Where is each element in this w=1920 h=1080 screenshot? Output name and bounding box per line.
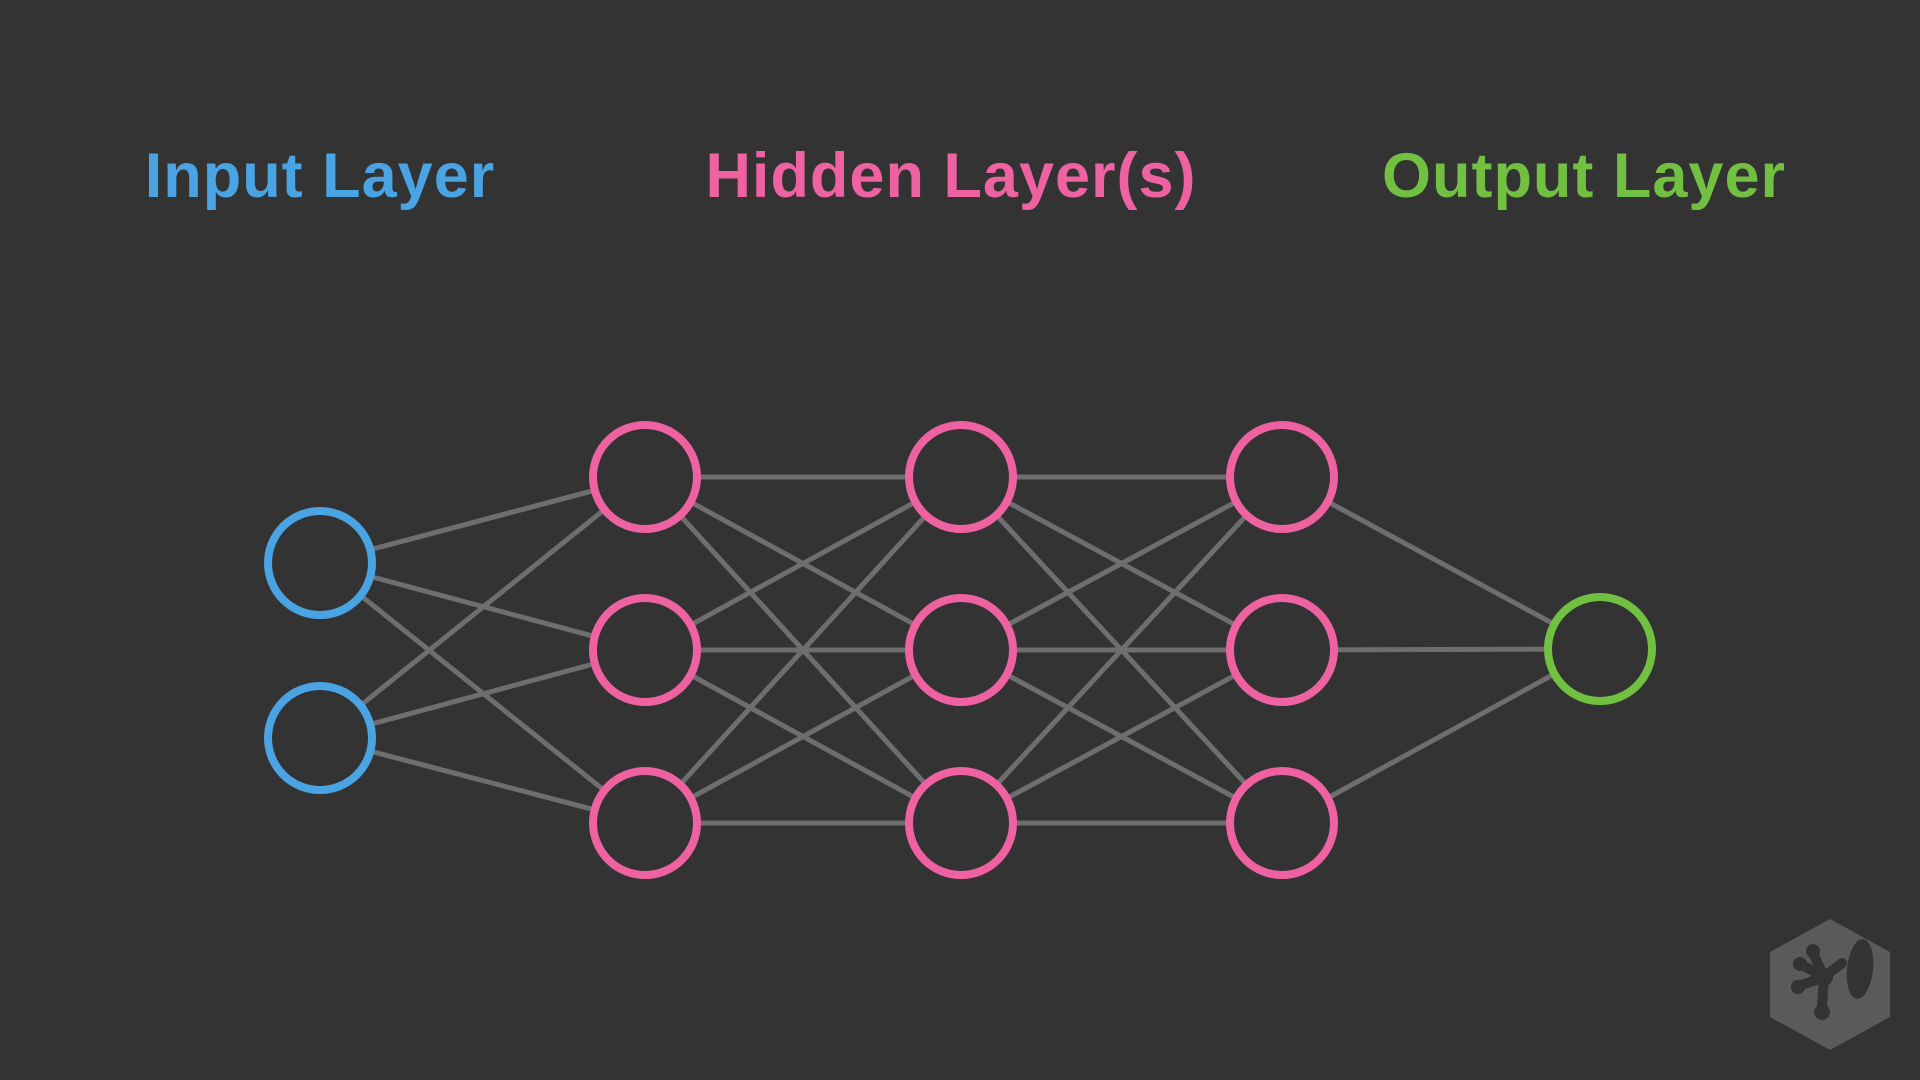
node-hidden-3-3 bbox=[1226, 767, 1338, 879]
node-hidden-3-1 bbox=[1226, 421, 1338, 533]
edge-hidden-1-to-hidden-2 bbox=[643, 474, 963, 653]
node-hidden-1-1 bbox=[589, 421, 701, 533]
input-layer-label: Input Layer bbox=[145, 141, 496, 211]
edge-hidden-1-to-hidden-2 bbox=[643, 647, 963, 826]
node-hidden-1-2 bbox=[589, 594, 701, 706]
node-hidden-2-3 bbox=[905, 767, 1017, 879]
edge-hidden-2-to-hidden-3 bbox=[959, 647, 1284, 826]
node-input-1 bbox=[264, 507, 376, 619]
edge-input-to-hidden-1 bbox=[319, 647, 646, 741]
node-hidden-1-3 bbox=[589, 767, 701, 879]
edge-hidden-2-to-hidden-3 bbox=[959, 475, 1284, 825]
output-layer-label: Output Layer bbox=[1382, 141, 1786, 211]
logo-hexagon bbox=[1770, 919, 1890, 1050]
neuron-nodes bbox=[264, 421, 1656, 879]
edge-hidden-2-to-hidden-3 bbox=[959, 474, 1284, 653]
edge-hidden-1-to-hidden-2 bbox=[643, 475, 963, 825]
edge-input-to-hidden-1 bbox=[319, 474, 646, 566]
hidden-layer-label: Hidden Layer(s) bbox=[705, 141, 1196, 211]
node-hidden-3-2 bbox=[1226, 594, 1338, 706]
node-input-2 bbox=[264, 682, 376, 794]
node-hidden-2-2 bbox=[905, 594, 1017, 706]
edge-hidden-3-to-output bbox=[1280, 474, 1602, 652]
edge-hidden-3-to-output bbox=[1280, 646, 1602, 826]
edge-input-to-hidden-1 bbox=[318, 475, 647, 740]
node-output-1 bbox=[1544, 593, 1656, 705]
logo-tree-silhouette bbox=[1791, 939, 1874, 1020]
treehouse-logo bbox=[1770, 919, 1890, 1050]
node-hidden-2-1 bbox=[905, 421, 1017, 533]
